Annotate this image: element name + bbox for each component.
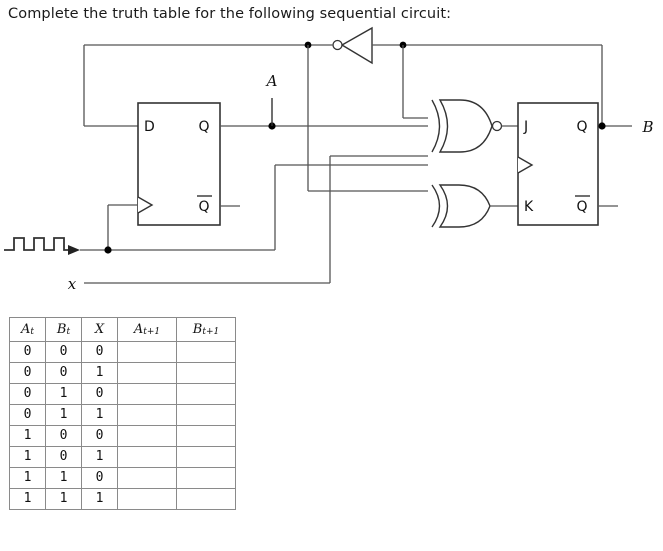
clock-source bbox=[4, 237, 80, 255]
header-at-sub: t bbox=[30, 326, 34, 337]
cell-at: 1 bbox=[9, 425, 46, 447]
d-flip-flop-d-label: D bbox=[144, 119, 155, 135]
wire-inverter-to-b-feedback bbox=[403, 44, 603, 126]
xor-gate bbox=[431, 184, 518, 228]
cell-bt: 0 bbox=[45, 425, 82, 447]
cell-bt1[interactable] bbox=[176, 341, 236, 363]
cell-bt: 1 bbox=[45, 488, 82, 510]
header-bt1-base: B bbox=[192, 321, 203, 337]
cell-at1[interactable] bbox=[117, 341, 177, 363]
cell-x: 0 bbox=[81, 467, 118, 489]
cell-at1[interactable] bbox=[117, 404, 177, 426]
cell-bt1[interactable] bbox=[176, 383, 236, 405]
cell-bt1[interactable] bbox=[176, 467, 236, 489]
a-output-label: A bbox=[265, 72, 278, 90]
cell-bt: 1 bbox=[45, 404, 82, 426]
jk-flip-flop: J K Q Q bbox=[517, 102, 599, 226]
wire-feedback-to-xnor bbox=[402, 45, 428, 119]
cell-at: 0 bbox=[9, 383, 46, 405]
header-at1-sub: t+1 bbox=[143, 326, 161, 337]
wire-clock-to-dff bbox=[107, 204, 138, 250]
cell-at: 1 bbox=[9, 467, 46, 489]
cell-at: 1 bbox=[9, 446, 46, 468]
cell-x: 0 bbox=[81, 383, 118, 405]
cell-at1[interactable] bbox=[117, 383, 177, 405]
clock-arrow-icon bbox=[68, 245, 80, 255]
header-bt-base: B bbox=[56, 321, 67, 337]
cell-at1[interactable] bbox=[117, 362, 177, 384]
header-cell-at1: At+1 bbox=[117, 317, 177, 342]
cell-at: 1 bbox=[9, 488, 46, 510]
d-flip-flop-qbar-label: Q bbox=[198, 199, 209, 215]
cell-at1[interactable] bbox=[117, 446, 177, 468]
wire-clock-bus bbox=[80, 164, 428, 251]
inverter-gate bbox=[332, 26, 403, 65]
header-cell-bt: Bt bbox=[45, 317, 82, 342]
cell-x: 0 bbox=[81, 425, 118, 447]
a-output-label-group: A bbox=[265, 72, 278, 126]
cell-at: 0 bbox=[9, 341, 46, 363]
header-x-base: X bbox=[94, 321, 105, 337]
cell-bt: 1 bbox=[45, 383, 82, 405]
cell-bt: 0 bbox=[45, 341, 82, 363]
cell-at: 0 bbox=[9, 362, 46, 384]
junction-dot-b-output bbox=[598, 122, 606, 130]
header-at-base: A bbox=[20, 321, 31, 337]
jk-flip-flop-k-label: K bbox=[524, 199, 534, 215]
cell-at1[interactable] bbox=[117, 488, 177, 510]
cell-bt1[interactable] bbox=[176, 446, 236, 468]
d-flip-flop-q-label: Q bbox=[198, 119, 209, 135]
jk-flip-flop-j-label: J bbox=[523, 119, 528, 135]
cell-x: 1 bbox=[81, 488, 118, 510]
cell-x: 1 bbox=[81, 362, 118, 384]
jk-flip-flop-q-label: Q bbox=[576, 119, 587, 135]
cell-at: 0 bbox=[9, 404, 46, 426]
wire-inverter-to-d-input bbox=[83, 44, 333, 127]
junction-dot-clock bbox=[104, 246, 112, 254]
d-flip-flop: D Q Q bbox=[137, 102, 221, 226]
header-cell-bt1: Bt+1 bbox=[176, 317, 236, 342]
cell-bt1[interactable] bbox=[176, 404, 236, 426]
header-bt-sub: t bbox=[66, 326, 71, 337]
wire-jk-q-to-b: B bbox=[598, 118, 654, 136]
cell-bt: 1 bbox=[45, 467, 82, 489]
circuit-diagram: D Q Q A x bbox=[0, 26, 663, 306]
cell-at1[interactable] bbox=[117, 467, 177, 489]
xnor-gate bbox=[431, 99, 518, 153]
cell-x: 1 bbox=[81, 404, 118, 426]
cell-bt: 0 bbox=[45, 362, 82, 384]
cell-at1[interactable] bbox=[117, 425, 177, 447]
header-cell-x: X bbox=[81, 317, 118, 342]
x-input-line: x bbox=[68, 155, 428, 293]
header-at1-base: A bbox=[133, 321, 144, 337]
cell-bt1[interactable] bbox=[176, 425, 236, 447]
table-header-row: At Bt X At+1 Bt+1 bbox=[9, 317, 236, 342]
cell-x: 0 bbox=[81, 341, 118, 363]
cell-bt: 0 bbox=[45, 446, 82, 468]
header-cell-at: At bbox=[9, 317, 46, 342]
cell-x: 1 bbox=[81, 446, 118, 468]
jk-flip-flop-qbar-label: Q bbox=[576, 199, 587, 215]
page-title: Complete the truth table for the followi… bbox=[8, 6, 452, 22]
cell-bt1[interactable] bbox=[176, 488, 236, 510]
x-input-label: x bbox=[68, 275, 77, 293]
b-output-label: B bbox=[641, 118, 653, 136]
cell-bt1[interactable] bbox=[176, 362, 236, 384]
header-bt1-sub: t+1 bbox=[202, 326, 220, 337]
